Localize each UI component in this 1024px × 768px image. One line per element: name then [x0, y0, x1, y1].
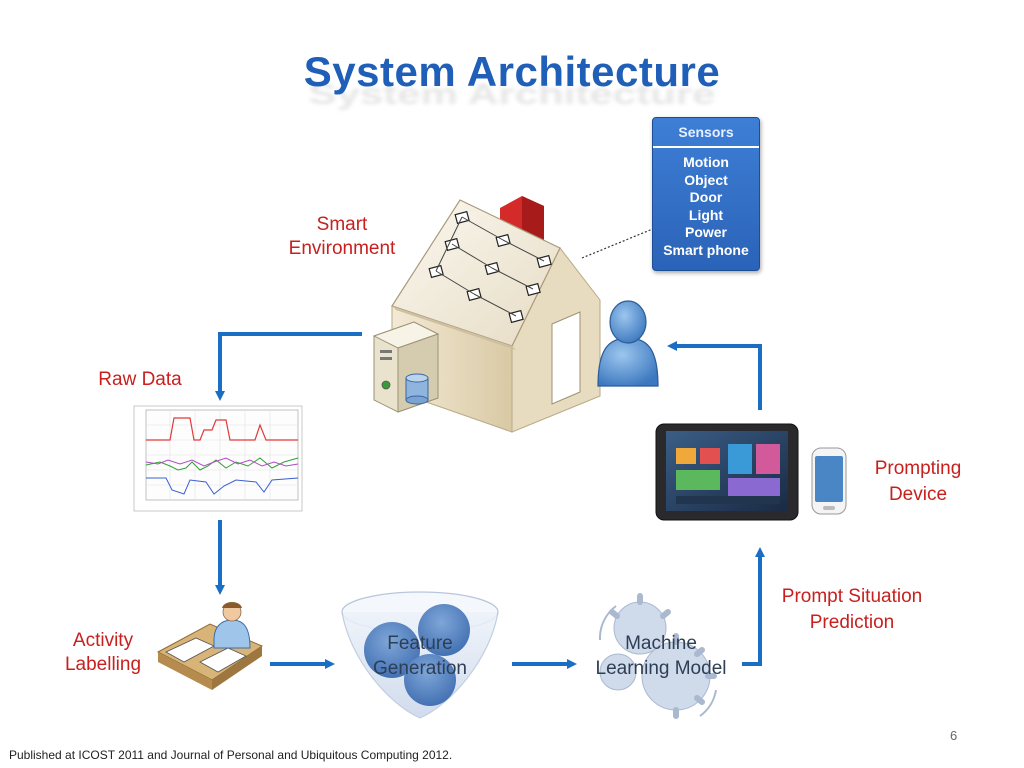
sensor-door: Door [689, 189, 723, 205]
label-smart-environment: Smart Environment [288, 214, 396, 259]
database-icon [405, 373, 429, 405]
title-reflection: System Architecture [308, 77, 716, 111]
sensors-list: Motion Object Door Light Power Smart pho… [653, 148, 759, 259]
sensor-smart-phone: Smart phone [663, 241, 749, 258]
sensor-object: Object [684, 171, 728, 188]
label-activity-labelling: Activity Labelling [64, 630, 142, 675]
sensors-panel: Sensors Motion Object Door Light Power S… [652, 117, 760, 271]
sensor-light: Light [688, 206, 724, 223]
label-prompting-device: Prompting Device [874, 458, 962, 505]
label-machine-learning-model: Machine Learning Model [595, 633, 727, 679]
sensor-power: Power [684, 224, 727, 240]
smartphone-icon [811, 447, 847, 515]
slide-title: System Architecture [303, 48, 721, 95]
label-prompt-situation-prediction: Prompt Situation Prediction [781, 586, 923, 633]
label-feature-generation: Feature Generation [372, 633, 467, 679]
sensor-connector-line [581, 227, 656, 259]
label-raw-data: Raw Data [98, 369, 182, 390]
sensors-header: Sensors [653, 118, 759, 148]
arrow-device-to-person [667, 341, 762, 410]
arrow-ml-to-device [742, 547, 765, 666]
person-icon [597, 300, 659, 387]
gears-icon [598, 593, 717, 719]
sensor-motion: Motion [683, 154, 729, 170]
activity-labelling-icon [156, 602, 264, 690]
flow-arrows [215, 332, 765, 669]
tablet-icon [655, 423, 799, 521]
footer-citation: Published at ICOST 2011 and Journal of P… [9, 748, 453, 762]
feature-generation-icon [341, 591, 499, 719]
page-number: 6 [950, 728, 958, 743]
raw-data-chart [133, 405, 303, 512]
arrow-house-to-rawdata [215, 332, 362, 401]
